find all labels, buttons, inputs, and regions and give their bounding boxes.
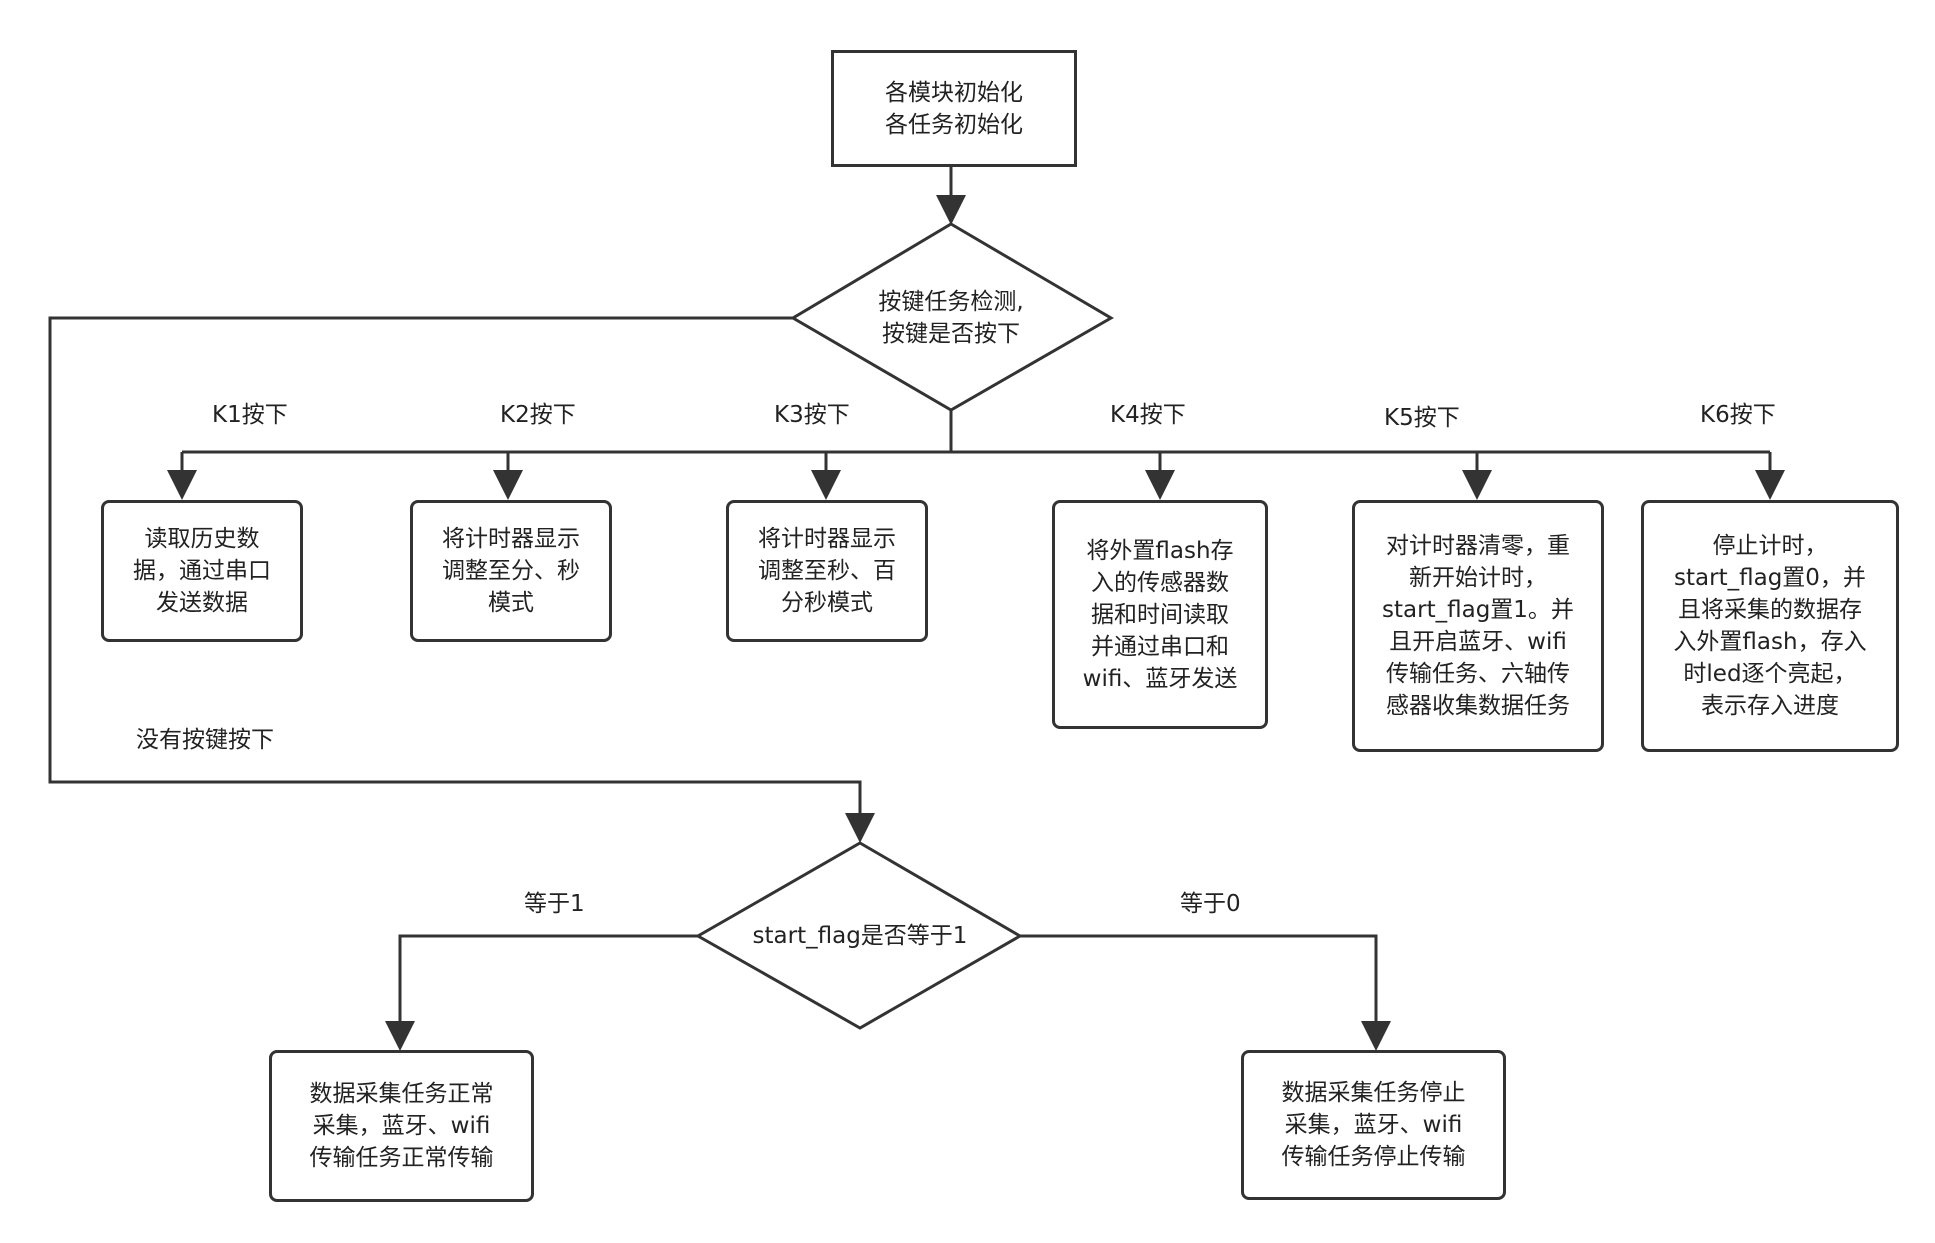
edge-eq1: [385, 934, 698, 1051]
collect-normal-text: 数据采集任务正常 采集，蓝牙、wifi 传输任务正常传输: [309, 1081, 494, 1171]
k5-action-text: 对计时器清零，重 新开始计时， start_flag置1。并 且开启蓝牙、wif…: [1382, 533, 1574, 719]
k1-action-text: 读取历史数 据，通过串口 发送数据: [133, 526, 271, 616]
edge-label-k1: K1按下: [212, 402, 288, 428]
edge-label-eq0: 等于0: [1180, 891, 1241, 917]
collect-stop-text: 数据采集任务停止 采集，蓝牙、wifi 传输任务停止传输: [1281, 1080, 1466, 1170]
key-check-text: 按键任务检测, 按键是否按下: [878, 289, 1024, 347]
collect-stop-box: 数据采集任务停止 采集，蓝牙、wifi 传输任务停止传输: [1241, 1050, 1506, 1200]
init-box: 各模块初始化 各任务初始化: [831, 50, 1077, 167]
k2-action-box: 将计时器显示 调整至分、秒 模式: [410, 500, 612, 642]
k4-action-box: 将外置flash存 入的传感器数 据和时间读取 并通过串口和 wifi、蓝牙发送: [1052, 500, 1268, 729]
k6-action-box: 停止计时， start_flag置0，并 且将采集的数据存 入外置flash，存…: [1641, 500, 1899, 752]
k1-action-box: 读取历史数 据，通过串口 发送数据: [101, 500, 303, 642]
edge-label-no-key: 没有按键按下: [136, 727, 274, 753]
edge-eq0: [1020, 934, 1391, 1051]
edge-label-k6: K6按下: [1700, 402, 1776, 428]
edge-label-k5: K5按下: [1384, 405, 1460, 431]
k6-action-text: 停止计时， start_flag置0，并 且将采集的数据存 入外置flash，存…: [1673, 533, 1867, 719]
edge-label-eq1: 等于1: [524, 891, 585, 917]
collect-normal-box: 数据采集任务正常 采集，蓝牙、wifi 传输任务正常传输: [269, 1050, 534, 1202]
k2-action-text: 将计时器显示 调整至分、秒 模式: [442, 526, 580, 616]
k4-action-text: 将外置flash存 入的传感器数 据和时间读取 并通过串口和 wifi、蓝牙发送: [1082, 537, 1238, 692]
edge-no-key: [48, 316, 875, 843]
k5-action-box: 对计时器清零，重 新开始计时， start_flag置1。并 且开启蓝牙、wif…: [1352, 500, 1604, 752]
k3-action-box: 将计时器显示 调整至秒、百 分秒模式: [726, 500, 928, 642]
flag-check-diamond: [694, 841, 1023, 1030]
edge-label-k2: K2按下: [500, 402, 576, 428]
edge-label-k3: K3按下: [774, 402, 850, 428]
init-text: 各模块初始化 各任务初始化: [885, 79, 1023, 138]
edge-label-k4: K4按下: [1110, 402, 1186, 428]
flag-check-text: start_flag是否等于1: [752, 923, 968, 949]
k3-action-text: 将计时器显示 调整至秒、百 分秒模式: [758, 526, 896, 616]
